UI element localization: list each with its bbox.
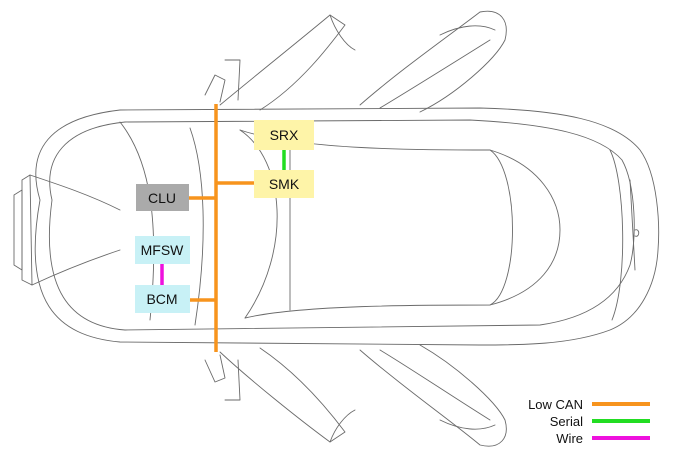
legend: Low CAN Serial Wire [528,397,650,446]
module-bcm-label: BCM [146,291,177,307]
module-clu-label: CLU [148,190,176,206]
module-mfsw-box [135,236,190,264]
module-smk-box [254,170,314,198]
module-mfsw-label: MFSW [141,242,185,258]
legend-label-low-can: Low CAN [528,397,583,412]
module-srx-box [254,120,314,150]
car-outline [13,10,660,447]
module-mfsw: MFSW [135,236,190,264]
module-srx-label: SRX [270,127,299,143]
module-srx: SRX [254,120,314,150]
module-smk: SMK [254,170,314,198]
module-clu: CLU [136,184,189,211]
module-clu-box [136,184,189,211]
module-bcm: BCM [135,285,190,313]
module-smk-label: SMK [269,176,300,192]
low-can-bus [189,104,254,352]
module-bcm-box [135,285,190,313]
legend-label-serial: Serial [550,414,583,429]
legend-label-wire: Wire [556,431,583,446]
